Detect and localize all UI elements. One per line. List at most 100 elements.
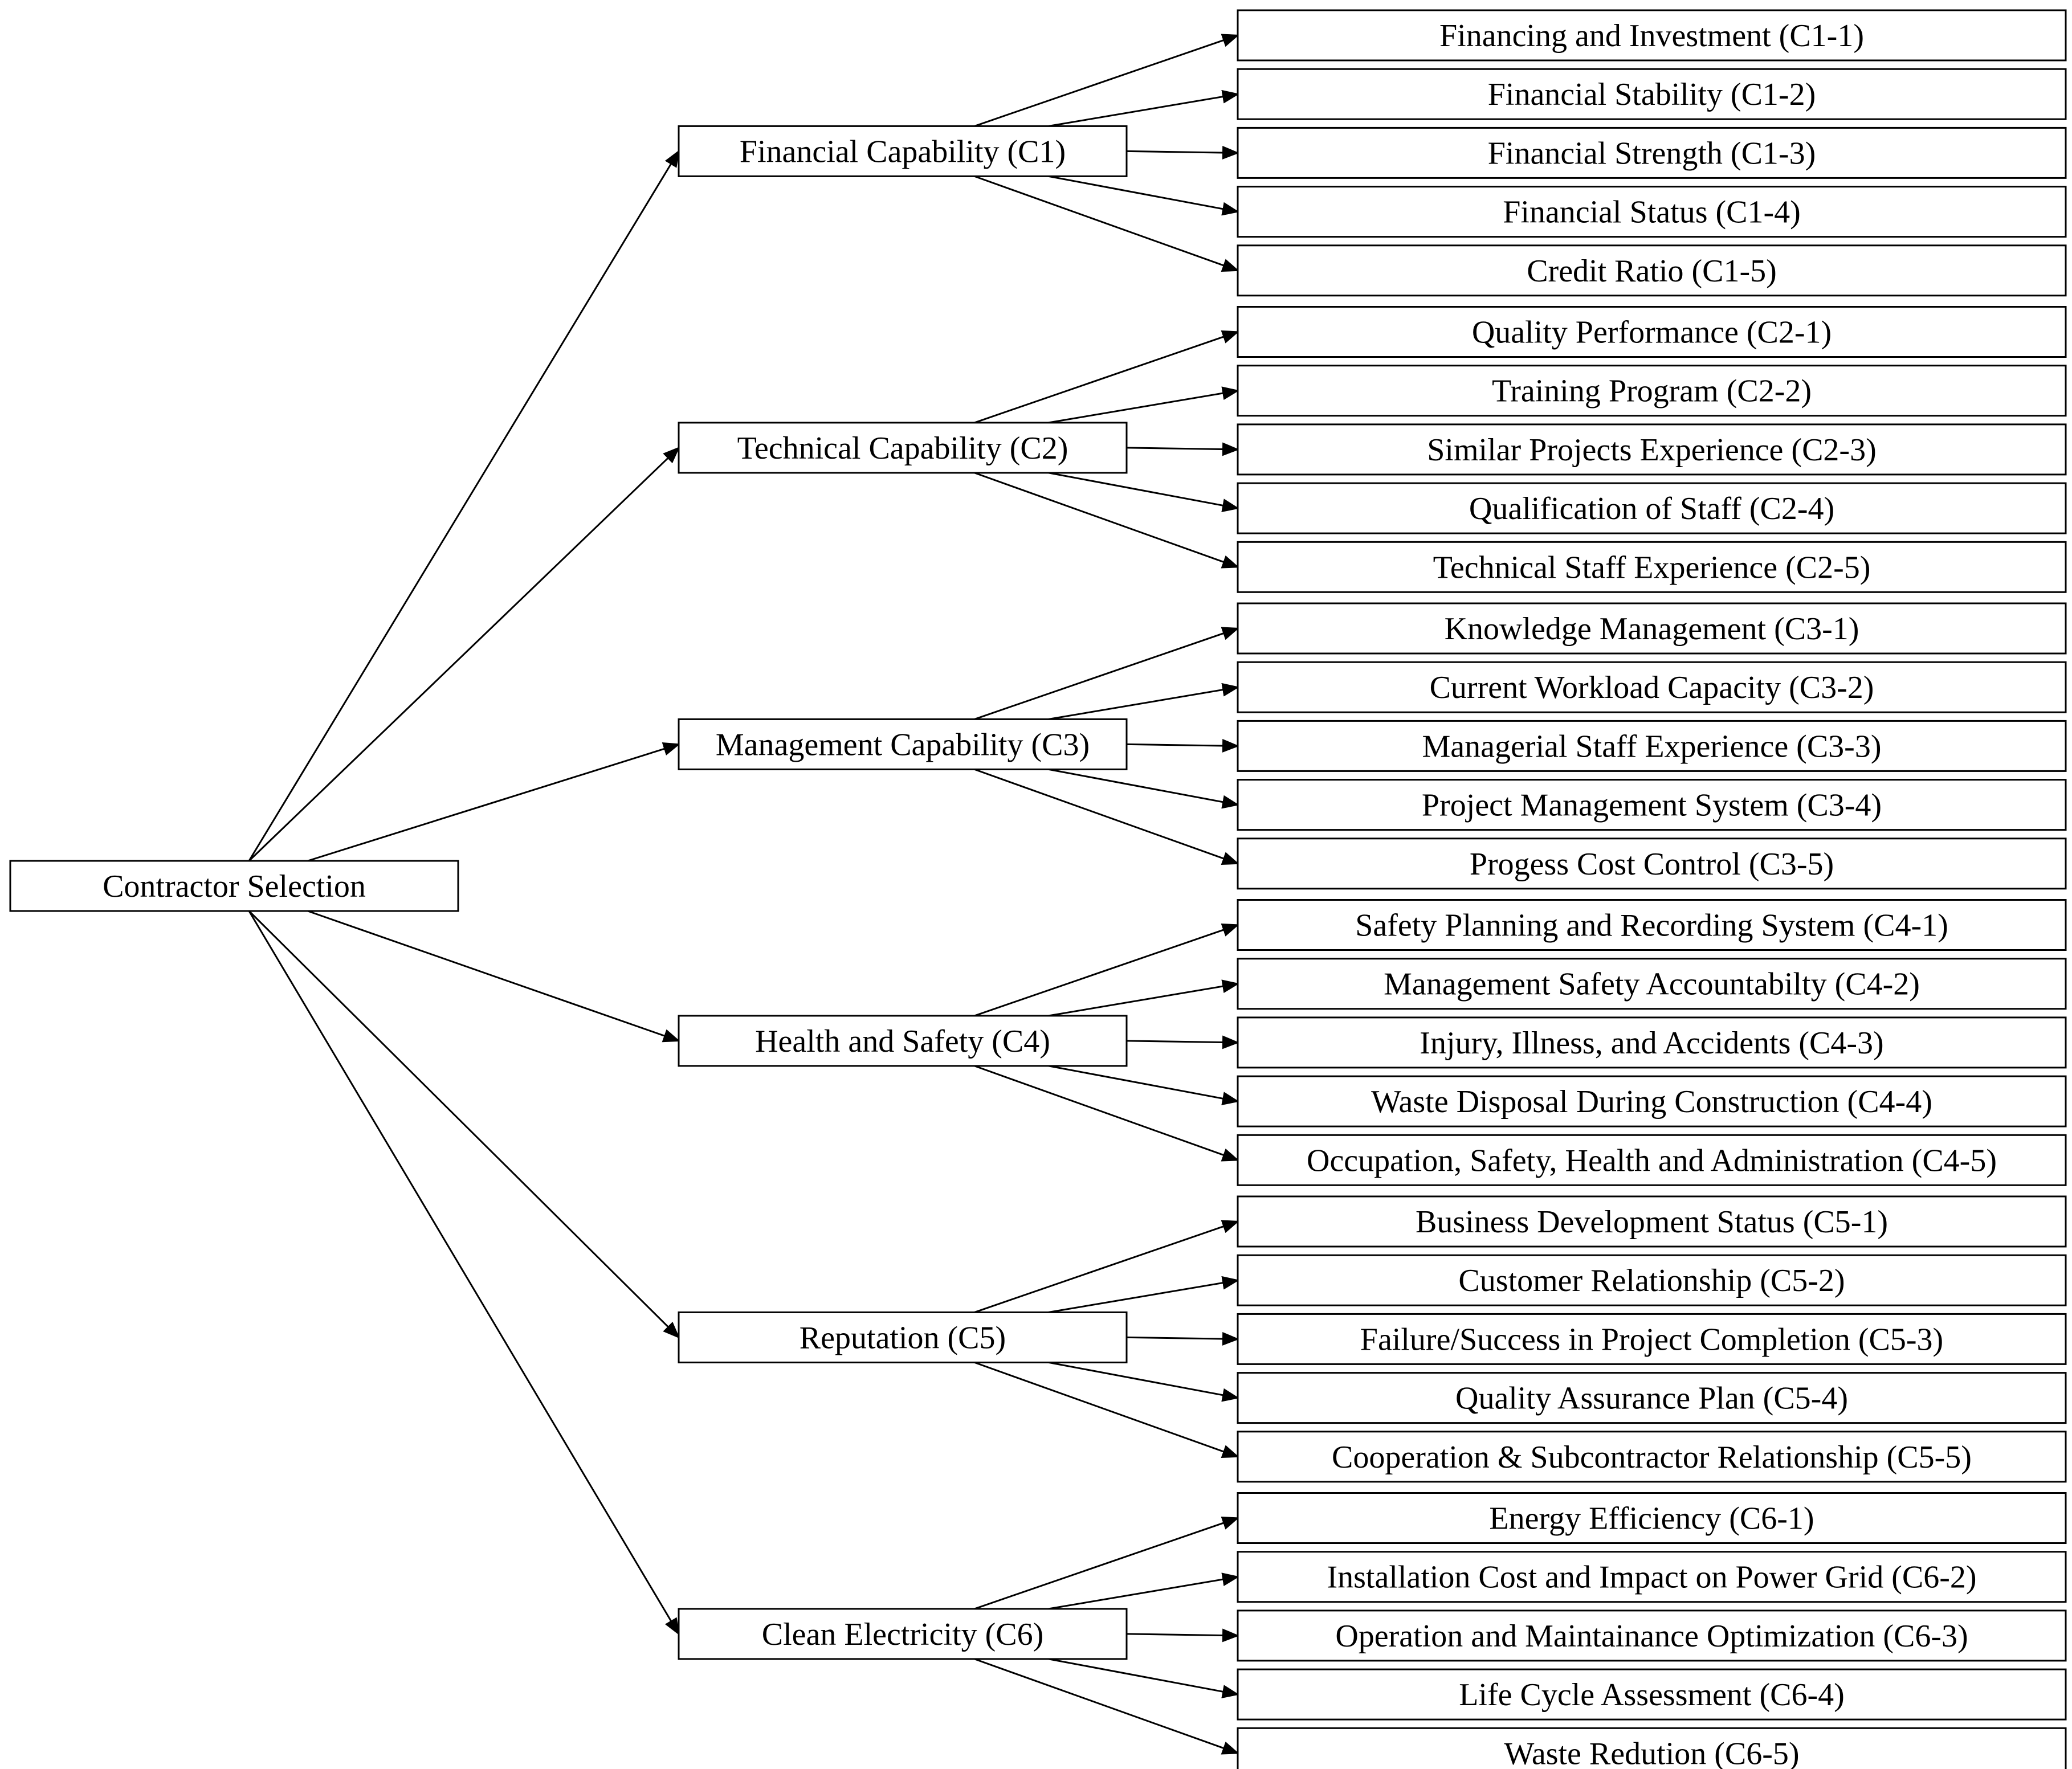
link-root-to-criterion-3 <box>307 742 680 862</box>
subcriterion-node-2-5: Technical Staff Experience (C2-5) <box>1237 541 2067 593</box>
criterion-node-6: Clean Electricity (C6) <box>678 1608 1128 1660</box>
subcriterion-node-2-4-box <box>1237 482 2067 534</box>
subcriterion-node-1-5: Credit Ratio (C1-5) <box>1237 244 2067 297</box>
subcriterion-node-4-2-label: Management Safety Accountabilty (C4-2) <box>1384 967 1920 1002</box>
subcriterion-node-4-4-box <box>1237 1075 2067 1127</box>
subcriterion-node-1-4-label: Financial Status (C1-4) <box>1503 195 1801 230</box>
link-criterion-4-to-sub-3 <box>1126 1035 1239 1049</box>
subcriterion-node-3-4-label: Project Management System (C3-4) <box>1422 788 1882 823</box>
criterion-node-1-box <box>678 125 1128 177</box>
link-criterion-2-to-sub-3 <box>1126 442 1239 456</box>
subcriterion-node-4-3-label: Injury, Illness, and Accidents (C4-3) <box>1420 1026 1883 1061</box>
criterion-node-2: Technical Capability (C2) <box>678 422 1128 474</box>
link-root-to-criterion-1 <box>248 149 680 861</box>
root-node-box <box>9 860 459 912</box>
subcriterion-node-1-2-label: Financial Stability (C1-2) <box>1488 77 1816 112</box>
subcriterion-node-6-2-label: Installation Cost and Impact on Power Gr… <box>1327 1560 1976 1595</box>
link-criterion-4-to-sub-4 <box>1048 1065 1239 1105</box>
subcriterion-node-1-3-box <box>1237 126 2067 179</box>
subcriterion-node-5-4: Quality Assurance Plan (C5-4) <box>1237 1372 2067 1424</box>
link-criterion-1-to-sub-2 <box>1048 89 1239 127</box>
subcriterion-node-6-3: Operation and Maintainance Optimization … <box>1237 1609 2067 1662</box>
subcriterion-node-3-3-label: Managerial Staff Experience (C3-3) <box>1422 729 1882 764</box>
subcriterion-node-3-5-box <box>1237 837 2067 890</box>
link-criterion-1-to-sub-5 <box>974 175 1239 272</box>
subcriterion-node-6-4-label: Life Cycle Assessment (C6-4) <box>1459 1677 1845 1713</box>
subcriterion-node-3-1: Knowledge Management (C3-1) <box>1237 602 2067 655</box>
link-criterion-6-to-sub-1 <box>974 1516 1239 1610</box>
node-layer: Contractor Selection Financial Capability… <box>9 9 2067 1769</box>
subcriterion-node-4-3: Injury, Illness, and Accidents (C4-3) <box>1237 1016 2067 1069</box>
subcriterion-node-1-2-box <box>1237 68 2067 120</box>
subcriterion-node-6-4: Life Cycle Assessment (C6-4) <box>1237 1668 2067 1721</box>
subcriterion-node-6-3-box <box>1237 1609 2067 1662</box>
subcriterion-node-4-4-label: Waste Disposal During Construction (C4-4… <box>1371 1084 1932 1120</box>
subcriterion-node-1-4-box <box>1237 186 2067 238</box>
subcriterion-node-6-3-label: Operation and Maintainance Optimization … <box>1335 1619 1968 1654</box>
criterion-node-5-box <box>678 1311 1128 1363</box>
subcriterion-node-2-2-box <box>1237 365 2067 417</box>
subcriterion-node-5-3-label: Failure/Success in Project Completion (C… <box>1360 1322 1943 1357</box>
subcriterion-node-1-5-label: Credit Ratio (C1-5) <box>1527 254 1777 289</box>
link-criterion-1-to-sub-3 <box>1126 145 1239 160</box>
link-criterion-5-to-sub-1 <box>974 1220 1239 1313</box>
subcriterion-node-6-4-box <box>1237 1668 2067 1721</box>
root-node-label: Contractor Selection <box>103 869 366 904</box>
subcriterion-node-3-5-label: Progess Cost Control (C3-5) <box>1470 847 1834 882</box>
link-criterion-3-to-sub-4 <box>1048 768 1239 809</box>
link-criterion-4-to-sub-5 <box>974 1065 1239 1162</box>
subcriterion-node-5-5: Cooperation & Subcontractor Relationship… <box>1237 1431 2067 1483</box>
criterion-node-4: Health and Safety (C4) <box>678 1015 1128 1067</box>
subcriterion-node-5-5-box <box>1237 1431 2067 1483</box>
link-criterion-2-to-sub-4 <box>1048 472 1239 512</box>
link-criterion-2-to-sub-1 <box>974 330 1239 424</box>
link-criterion-2-to-sub-5 <box>974 472 1239 569</box>
subcriterion-node-2-3-box <box>1237 423 2067 476</box>
criterion-node-1: Financial Capability (C1) <box>678 125 1128 177</box>
subcriterion-node-6-5-label: Waste Redution (C6-5) <box>1504 1736 1799 1769</box>
subcriterion-node-6-1-label: Energy Efficiency (C6-1) <box>1489 1501 1814 1537</box>
criterion-node-4-box <box>678 1015 1128 1067</box>
link-root-to-criterion-5 <box>248 910 680 1339</box>
criterion-node-5-label: Reputation (C5) <box>800 1320 1006 1355</box>
subcriterion-node-6-2: Installation Cost and Impact on Power Gr… <box>1237 1551 2067 1603</box>
link-root-to-criterion-2 <box>248 446 680 862</box>
subcriterion-node-5-5-label: Cooperation & Subcontractor Relationship… <box>1332 1440 1972 1475</box>
subcriterion-node-5-1-label: Business Development Status (C5-1) <box>1416 1204 1888 1240</box>
subcriterion-node-2-4-label: Qualification of Staff (C2-4) <box>1469 491 1834 526</box>
subcriterion-node-6-5-box <box>1237 1727 2067 1769</box>
subcriterion-node-1-3-label: Financial Strength (C1-3) <box>1488 136 1816 171</box>
link-root-to-criterion-6 <box>248 910 680 1636</box>
criterion-node-3-box <box>678 718 1128 770</box>
criterion-node-6-label: Clean Electricity (C6) <box>762 1617 1043 1652</box>
subcriterion-node-5-4-box <box>1237 1372 2067 1424</box>
subcriterion-node-2-5-box <box>1237 541 2067 593</box>
link-criterion-4-to-sub-2 <box>1048 979 1239 1017</box>
subcriterion-node-5-1-box <box>1237 1195 2067 1248</box>
link-criterion-3-to-sub-1 <box>974 627 1239 720</box>
subcriterion-node-2-1: Quality Performance (C2-1) <box>1237 306 2067 358</box>
criterion-node-3: Management Capability (C3) <box>678 718 1128 770</box>
link-criterion-1-to-sub-1 <box>974 34 1239 127</box>
subcriterion-node-5-3-box <box>1237 1313 2067 1365</box>
subcriterion-node-1-1: Financing and Investment (C1-1) <box>1237 9 2067 62</box>
link-criterion-6-to-sub-5 <box>974 1658 1239 1755</box>
subcriterion-node-6-1-box <box>1237 1492 2067 1544</box>
link-criterion-6-to-sub-4 <box>1048 1658 1239 1698</box>
subcriterion-node-3-3: Managerial Staff Experience (C3-3) <box>1237 720 2067 772</box>
subcriterion-node-5-4-label: Quality Assurance Plan (C5-4) <box>1455 1381 1848 1416</box>
subcriterion-node-4-2-box <box>1237 958 2067 1010</box>
subcriterion-node-2-2-label: Training Program (C2-2) <box>1492 374 1812 409</box>
subcriterion-node-3-1-box <box>1237 602 2067 655</box>
subcriterion-node-6-2-box <box>1237 1551 2067 1603</box>
subcriterion-node-3-1-label: Knowledge Management (C3-1) <box>1445 611 1859 647</box>
criterion-node-1-label: Financial Capability (C1) <box>740 134 1066 169</box>
subcriterion-node-4-1: Safety Planning and Recording System (C4… <box>1237 899 2067 951</box>
criterion-node-2-box <box>678 422 1128 474</box>
link-criterion-2-to-sub-2 <box>1048 386 1239 424</box>
subcriterion-node-3-3-box <box>1237 720 2067 772</box>
subcriterion-node-2-4: Qualification of Staff (C2-4) <box>1237 482 2067 534</box>
subcriterion-node-3-2-box <box>1237 661 2067 713</box>
subcriterion-node-1-1-box <box>1237 9 2067 62</box>
